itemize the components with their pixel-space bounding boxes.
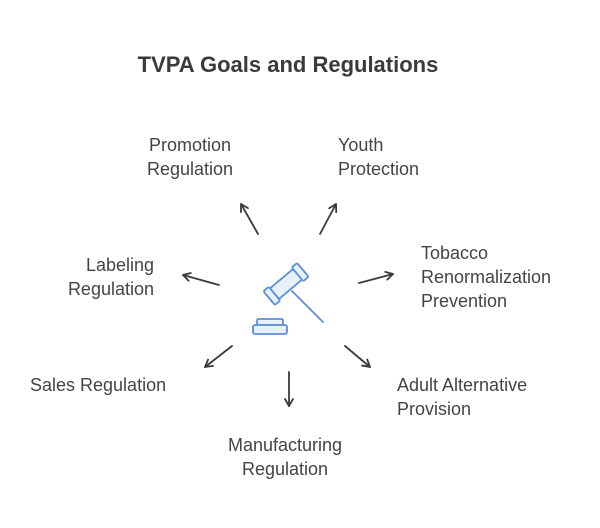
arrow-promotion (240, 203, 259, 235)
node-sales-line-1: Sales Regulation (30, 375, 167, 395)
node-labeling-regulation: Labeling Regulation (20, 253, 154, 301)
arrow-youth (319, 203, 338, 235)
node-promotion-line-2: Regulation (146, 159, 234, 179)
node-youth-protection: Youth Protection (338, 133, 458, 181)
gavel-icon (252, 262, 324, 335)
node-promotion-regulation: Promotion Regulation (130, 133, 250, 181)
arrow-adult (344, 345, 371, 368)
node-manufacturing-line-2: Regulation (241, 459, 329, 479)
node-youth-line-2: Protection (338, 159, 420, 179)
node-adult-line-2: Provision (397, 399, 472, 419)
node-tobacco-line-1: Tobacco (421, 243, 489, 263)
node-tobacco-line-3: Prevention (421, 291, 508, 311)
node-labeling-line-2: Regulation (67, 279, 154, 299)
node-promotion-line-1: Promotion (148, 135, 232, 155)
arrow-tobacco (358, 271, 394, 284)
node-manufacturing-line-1: Manufacturing (227, 435, 343, 455)
arrow-sales (204, 345, 233, 368)
node-tobacco-renormalization-prevention: Tobacco Renormalization Prevention (421, 241, 591, 313)
node-tobacco-line-2: Renormalization (421, 267, 552, 287)
page-title: TVPA Goals and Regulations (137, 52, 439, 77)
node-youth-line-1: Youth (338, 135, 384, 155)
node-adult-alternative-provision: Adult Alternative Provision (397, 373, 577, 421)
node-adult-line-1: Adult Alternative (397, 375, 528, 395)
node-manufacturing-regulation: Manufacturing Regulation (210, 433, 360, 481)
node-labeling-line-1: Labeling (85, 255, 154, 275)
arrow-labeling (182, 272, 220, 286)
node-sales-regulation: Sales Regulation (30, 373, 200, 397)
